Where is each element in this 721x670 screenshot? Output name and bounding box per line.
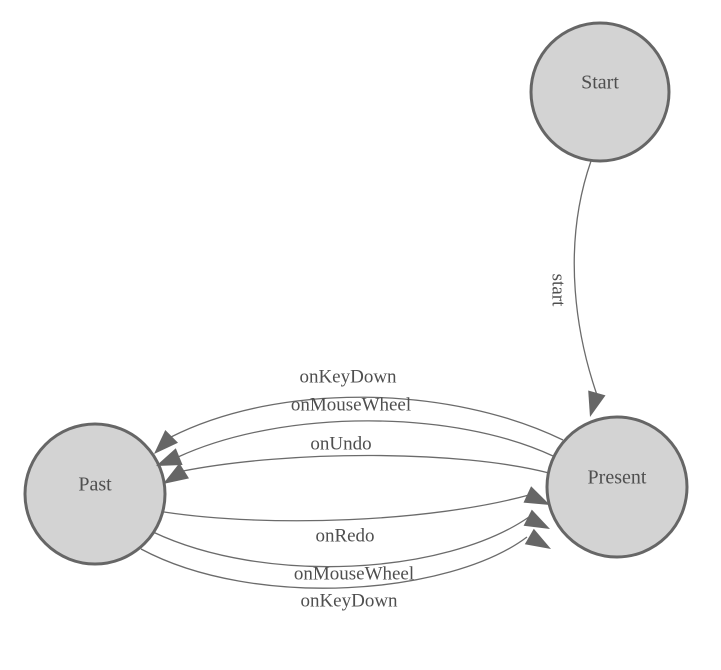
edge-label-present-past-onundo: onUndo xyxy=(310,433,371,454)
node-label-start: Start xyxy=(581,72,619,94)
edge-label-start-present-start: start xyxy=(548,274,569,307)
node-circle-present[interactable] xyxy=(545,415,689,559)
arrowhead-icon-present-past-onmousewheel xyxy=(156,448,183,466)
edge-layer xyxy=(140,160,598,589)
arrowhead-icon-past-present-onkeydown xyxy=(524,528,551,549)
arrowhead-icon-present-past-onundo xyxy=(163,463,189,484)
arrowhead-icon-past-present-onmousewheel xyxy=(523,509,550,529)
edge-path-present-past-onmousewheel xyxy=(177,420,554,458)
node-circle-past[interactable] xyxy=(23,422,167,566)
arrowhead-icon-present-past-onkeydown xyxy=(154,430,178,454)
arrowhead-icon-start-present-start xyxy=(588,390,606,417)
edge-path-present-past-onkeydown xyxy=(170,396,564,441)
arrowhead-layer xyxy=(154,390,606,549)
edge-label-present-past-onkeydown: onKeyDown xyxy=(299,366,397,387)
edge-path-past-present-onkeydown xyxy=(140,536,528,589)
arrowhead-icon-past-present-onredo xyxy=(523,486,550,505)
edge-path-start-present-start xyxy=(573,160,598,396)
edge-label-present-past-onmousewheel: onMouseWheel xyxy=(291,394,411,415)
edge-label-past-present-onmousewheel: onMouseWheel xyxy=(294,563,414,584)
edge-path-past-present-onmousewheel xyxy=(152,516,530,568)
node-circle-start[interactable] xyxy=(529,21,671,163)
edge-label-layer: start onKeyDown onMouseWheel onUndo onRedo on… xyxy=(291,274,569,612)
edge-path-past-present-onredo xyxy=(163,494,530,522)
edge-label-past-present-onkeydown: onKeyDown xyxy=(300,590,398,611)
state-node-present[interactable]: Present xyxy=(545,415,689,559)
edge-path-present-past-onundo xyxy=(182,454,550,474)
node-label-present: Present xyxy=(588,467,647,489)
state-node-past[interactable]: Past xyxy=(23,422,167,566)
node-label-past: Past xyxy=(78,474,112,496)
state-node-start[interactable]: Start xyxy=(529,21,671,163)
edge-label-past-present-onredo: onRedo xyxy=(315,525,374,546)
